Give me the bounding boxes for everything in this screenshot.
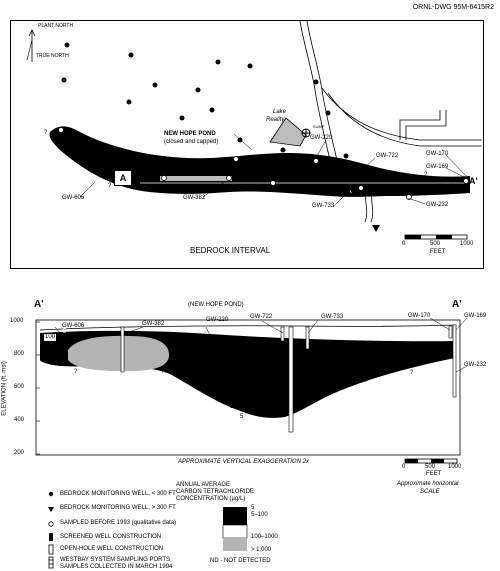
swatch-label-5-100: 5–100 [251, 512, 268, 518]
section-well-gw733: GW-733 [321, 314, 344, 320]
exaggeration-note: APPROXIMATE VERTICAL EXAGGERATION 2x [178, 459, 309, 465]
section-scale-tick-0: 0 [402, 464, 406, 470]
scale-tick-1000: 1000 [460, 241, 474, 247]
section-well-gw220: GW-220 [206, 317, 229, 323]
well-label-gw170: GW-170 [426, 151, 449, 157]
section-scale-title: Approximate horizontal [397, 481, 459, 487]
well-label-gw220: GW-220 [310, 135, 333, 141]
well-label-gw232: GW-232 [426, 202, 449, 208]
question-mark: ? [161, 369, 165, 375]
pond-status-label: (closed and capped) [164, 139, 219, 145]
question-mark: ? [108, 183, 112, 189]
question-mark: ? [74, 369, 78, 375]
deep-well-marker [372, 225, 380, 232]
section-well-gw606: GW-606 [62, 323, 85, 329]
question-mark: ? [367, 347, 371, 353]
section-a-prime-marker: A' [469, 176, 478, 186]
sample-points [61, 42, 378, 175]
lake-label: Lake [273, 109, 287, 115]
legend-item: BEDROCK MONITORING WELL, > 300 FT [60, 505, 176, 511]
well-label-gw169: GW-169 [426, 164, 449, 170]
question-mark: ? [424, 172, 428, 178]
legend-item: WESTBAY SYSTEM SAMPLING PORTS [60, 557, 171, 563]
road [405, 110, 447, 140]
concentration-title-1: ANNUAL AVERAGE [176, 482, 231, 488]
section-scale-title-2: SCALE [420, 489, 440, 495]
section-a-prime-left: A' [34, 299, 44, 310]
well-label-gw722: GW-722 [376, 153, 399, 159]
concentration-title-2: CARBON TETRACHLORIDE [176, 489, 254, 495]
road [399, 110, 441, 140]
swatch-label-gt-1000: > 1,000 [251, 547, 272, 553]
scale-unit: FEET [430, 249, 446, 255]
contour-label-5: 5 [63, 329, 67, 335]
interval-title: BEDROCK INTERVAL [190, 246, 271, 255]
y-tick-800: 800 [14, 351, 25, 357]
contamination-plume [49, 126, 471, 197]
road [299, 20, 331, 161]
true-north-label: TRUE NORTH [36, 53, 69, 59]
sump-label: SUMP [313, 124, 325, 129]
y-tick-1000: 1000 [10, 318, 24, 324]
section-well-gw169: GW-169 [464, 313, 487, 319]
section-well-gw722: GW-722 [250, 314, 273, 320]
swatch-label-100-1000: 100–1000 [251, 534, 278, 540]
legend-item: OPEN-HOLE WELL CONSTRUCTION [60, 546, 164, 552]
well-label-gw606: GW-606 [62, 195, 85, 201]
concentration-title-3: CONCENTRATION (µg/L) [176, 496, 246, 502]
section-well-gw170: GW-170 [408, 313, 431, 319]
drawing-id: ORNL-DWG 95M-6415R2 [412, 4, 494, 11]
section-scale-unit: FEET [426, 471, 442, 477]
well-label-gw733: GW-733 [312, 203, 335, 209]
section-a-marker: A [114, 170, 132, 186]
legend-item: SCREENED WELL CONSTRUCTION [60, 534, 162, 540]
contour-label-100-bottom: 100 [230, 404, 241, 410]
contour-label-100: 100 [44, 334, 57, 341]
y-tick-600: 600 [14, 384, 25, 390]
y-tick-200: 200 [14, 450, 25, 456]
question-mark: ? [410, 370, 414, 376]
lake-label-2: Reality [266, 117, 285, 123]
y-tick-400: 400 [14, 417, 25, 423]
legend-item: SAMPLES COLLECTED IN MARCH 1994 [60, 564, 173, 570]
section-well-gw232: GW-232 [464, 362, 487, 368]
legend-item: BEDROCK MONITORING WELL, < 300 FT [60, 491, 176, 497]
section-pond-label: (NEW HOPE POND) [188, 302, 244, 308]
section-well-gw382: GW-382 [142, 321, 165, 327]
section-a-prime-right: A' [452, 299, 462, 310]
new-hope-pond-label: NEW HOPE POND [164, 131, 216, 137]
section-scale-tick-1000: 1000 [448, 464, 462, 470]
nd-label: ND - NOT DETECTED [210, 558, 271, 564]
swatch-label-5: 5 [251, 505, 255, 511]
question-mark: ? [44, 130, 48, 136]
plant-north-label: PLANT NORTH [38, 23, 74, 29]
well-label-gw382: GW-382 [183, 195, 206, 201]
road [327, 92, 482, 147]
legend-item: SAMPLED BEFORE 1993 (qualitative data) [60, 520, 177, 526]
scale-tick-500: 500 [430, 241, 441, 247]
contour-label-5-bottom: 5 [240, 414, 244, 420]
road [306, 20, 338, 161]
road [321, 87, 482, 141]
section-scale-tick-500: 500 [425, 464, 436, 470]
scale-tick-0: 0 [402, 241, 406, 247]
question-mark: ? [364, 378, 368, 384]
map-panel [10, 20, 484, 269]
